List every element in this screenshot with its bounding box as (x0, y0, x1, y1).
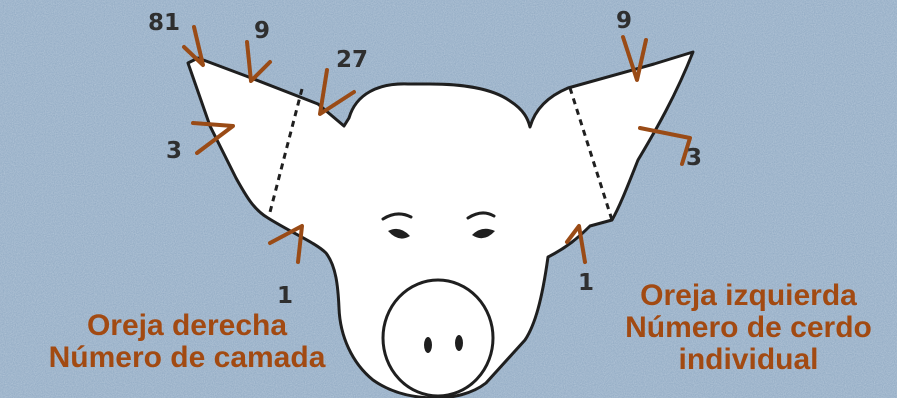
right-ear-title: Oreja derecha Número de camada (0, 310, 374, 374)
left-nostril (424, 337, 432, 353)
notch-label-9-left: 9 (616, 10, 632, 33)
notch-label-81: 81 (148, 12, 180, 35)
right-ear-title-line-1: Oreja derecha (0, 310, 374, 342)
notch-label-3-left: 3 (686, 147, 702, 170)
left-ear-title-line-1: Oreja izquierda (600, 280, 897, 312)
left-ear-title: Oreja izquierda Número de cerdo individu… (600, 280, 897, 375)
snout-disc (383, 280, 493, 396)
left-ear-title-line-2: Número de cerdo (600, 312, 897, 344)
notch-label-3-right: 3 (166, 140, 182, 163)
notch-label-27: 27 (336, 49, 368, 72)
right-ear-title-line-2: Número de camada (0, 342, 374, 374)
notch-label-9-right: 9 (254, 20, 270, 43)
pig-snout (383, 280, 493, 396)
left-ear-title-line-3: individual (600, 344, 897, 376)
right-nostril (455, 335, 463, 351)
notch-label-1-right: 1 (277, 285, 293, 308)
notch-label-1-left: 1 (578, 272, 594, 295)
